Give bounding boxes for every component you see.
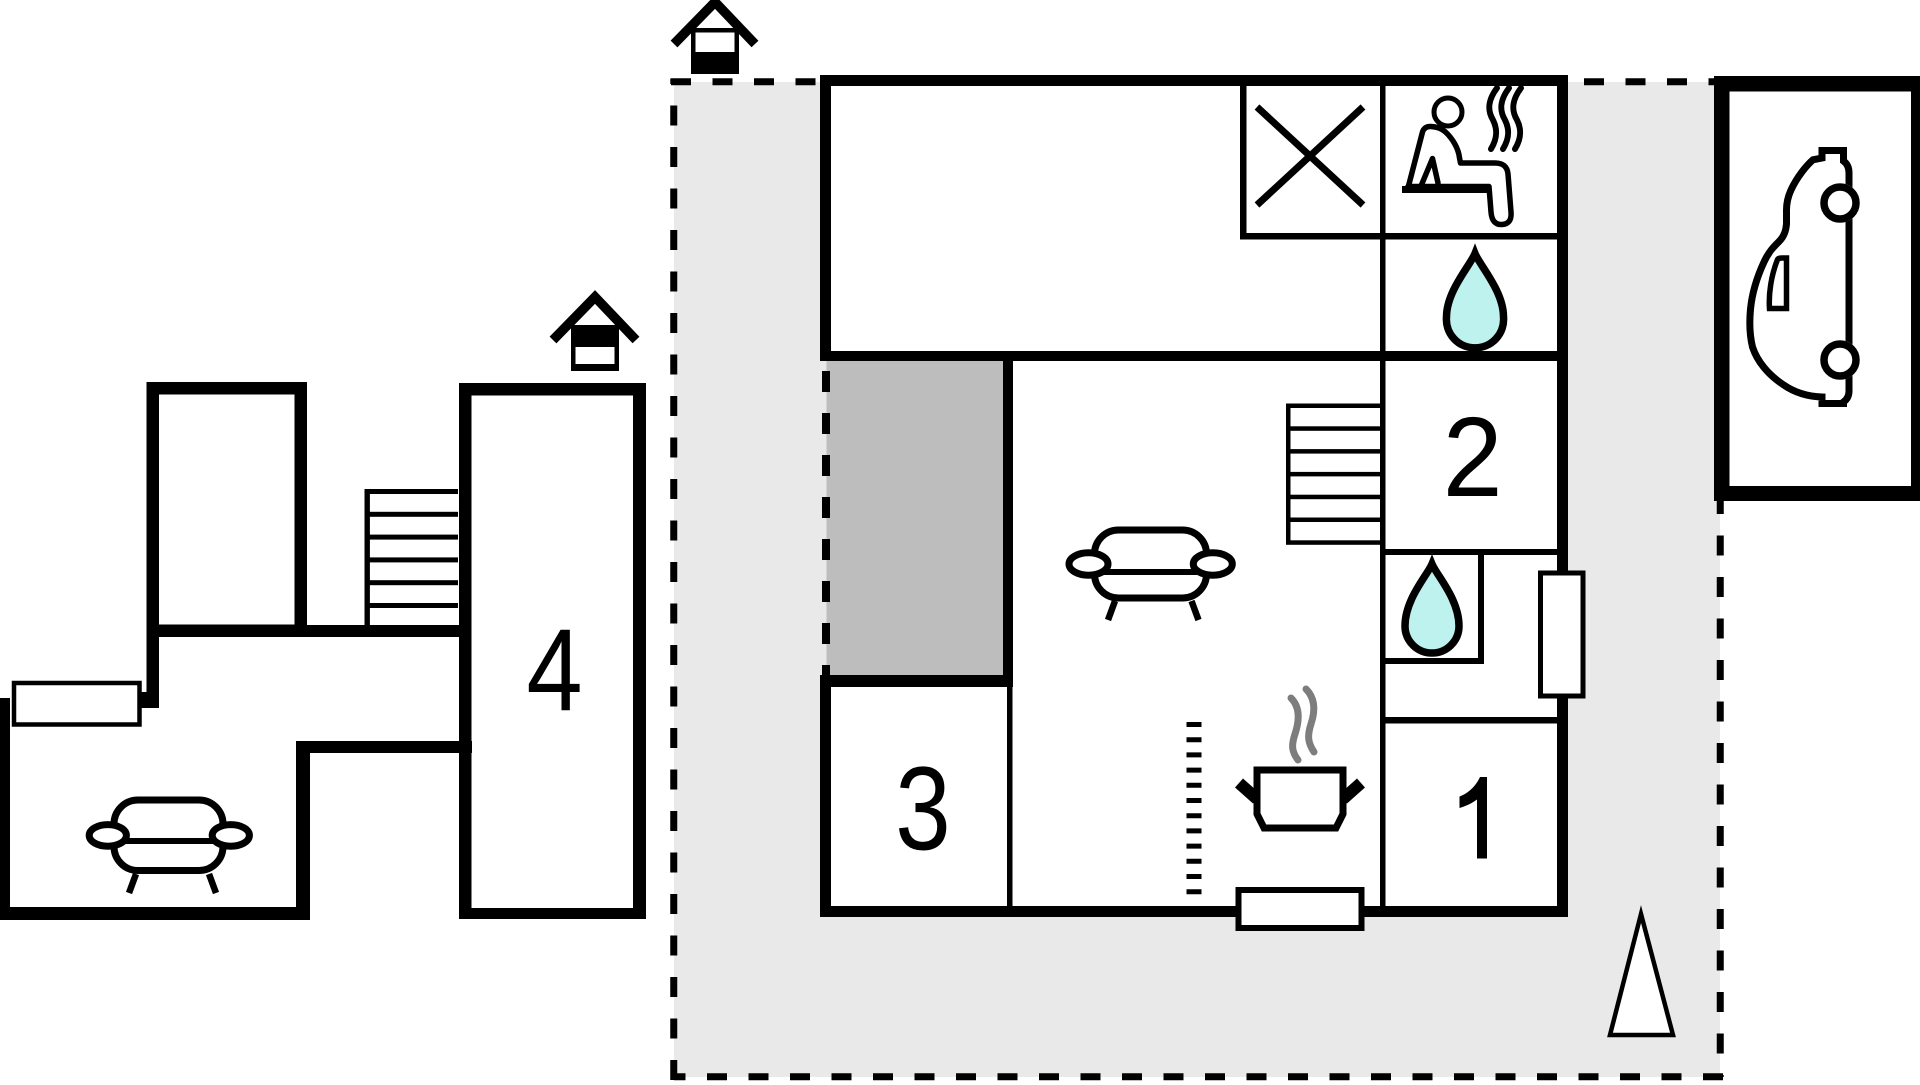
svg-text:2: 2 <box>1443 395 1503 521</box>
svg-text:3: 3 <box>895 744 950 876</box>
svg-text:4: 4 <box>526 605 582 736</box>
